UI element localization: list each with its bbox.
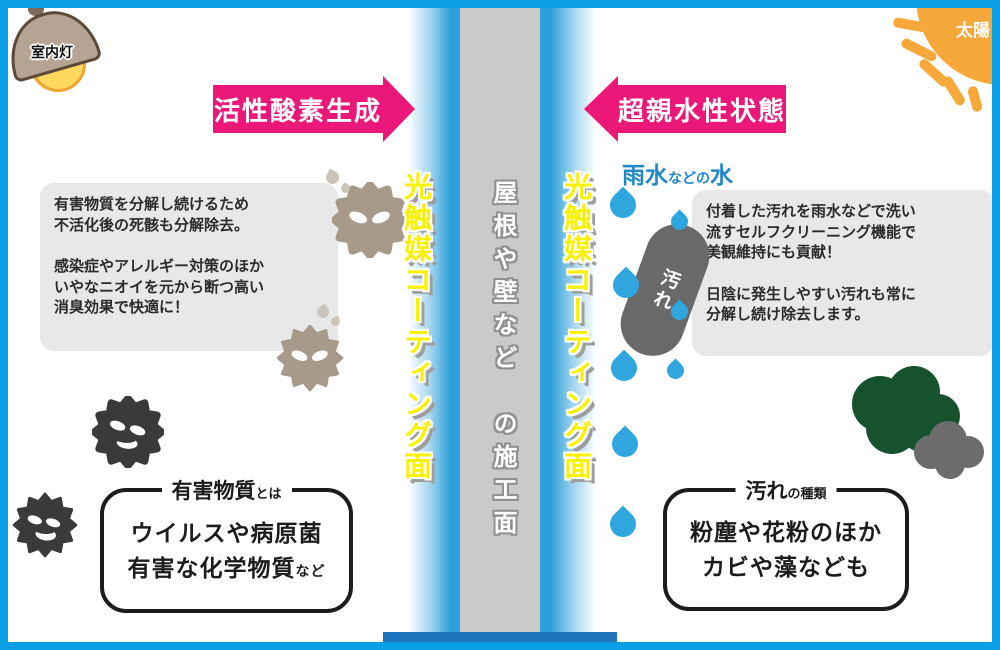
arrow-right-icon <box>383 76 415 142</box>
indoor-light-label: 室内灯 <box>31 44 73 60</box>
base-surface-label: 屋根や壁など の施工面 <box>489 180 516 543</box>
water-drop-icon <box>604 186 642 224</box>
lamp-knob-icon <box>28 8 44 16</box>
dirt-types-line1: 粉塵や花粉のほか <box>690 519 882 545</box>
water-drop-icon <box>606 425 644 463</box>
water-drop-icon <box>663 358 688 383</box>
photocatalyst-coating-band-left <box>408 8 460 642</box>
dirt-types-box-title: 汚れの種類 <box>735 475 837 505</box>
active-oxygen-arrow-label: 活性酸素生成 <box>213 85 383 133</box>
sun-ray-icon <box>966 85 984 113</box>
rain-water-label: 雨水などの水 <box>622 156 733 190</box>
germ-icon <box>92 396 164 468</box>
arrow-left-icon <box>584 76 618 142</box>
self-cleaning-explanation-panel: 付着した汚れを雨水などで洗い 流すセルフクリーニング機能で 美観維持にも貢献！ … <box>692 190 992 356</box>
dirt-types-line2: カビや藻なども <box>702 553 870 580</box>
moss-algae-icon <box>838 366 990 484</box>
rain-water-label-tail: 水 <box>710 162 733 188</box>
decompose-explanation-panel: 有害物質を分解し続けるため 不活化後の死骸も分解除去。 感染症やアレルギー対策の… <box>40 183 338 351</box>
water-drop-icon <box>604 505 642 543</box>
harmful-substances-line2: 有害な化学物質など <box>128 551 326 586</box>
harmful-substances-box-title: 有害物質とは <box>161 475 292 505</box>
sun-label: 太陽 <box>956 21 990 40</box>
dirt-types-box: 汚れの種類 粉塵や花粉のほか カビや藻なども <box>663 475 909 611</box>
harmful-substances-title-small: とは <box>255 486 282 501</box>
hydrophilic-arrow-label: 超親水性状態 <box>618 85 786 133</box>
coating-surface-label-left: 光触媒コーティング面 <box>401 172 432 482</box>
water-drop-icon <box>605 349 643 387</box>
harmful-substances-line2-main: 有害な化学物質 <box>127 554 296 581</box>
base-surface-band <box>460 8 540 642</box>
harmful-substances-title-main: 有害物質 <box>171 480 256 503</box>
dirt-types-title-small: の種類 <box>787 486 827 501</box>
surface-bottom-edge <box>383 632 617 642</box>
germ-icon <box>276 324 344 392</box>
germ-icon <box>332 182 408 258</box>
harmful-substances-line1: ウイルスや病原菌 <box>130 520 323 546</box>
harmful-substances-box: 有害物質とは ウイルスや病原菌 有害な化学物質など <box>100 475 353 613</box>
rain-water-label-small: などの <box>668 170 710 186</box>
coating-surface-label-right: 光触媒コーティング面 <box>561 172 592 482</box>
germ-icon <box>12 492 78 558</box>
harmful-substances-line2-small: など <box>295 562 326 579</box>
rain-water-label-main: 雨水 <box>622 162 668 188</box>
dirt-types-title-main: 汚れ <box>745 480 788 503</box>
sun-ray-icon <box>941 74 967 108</box>
